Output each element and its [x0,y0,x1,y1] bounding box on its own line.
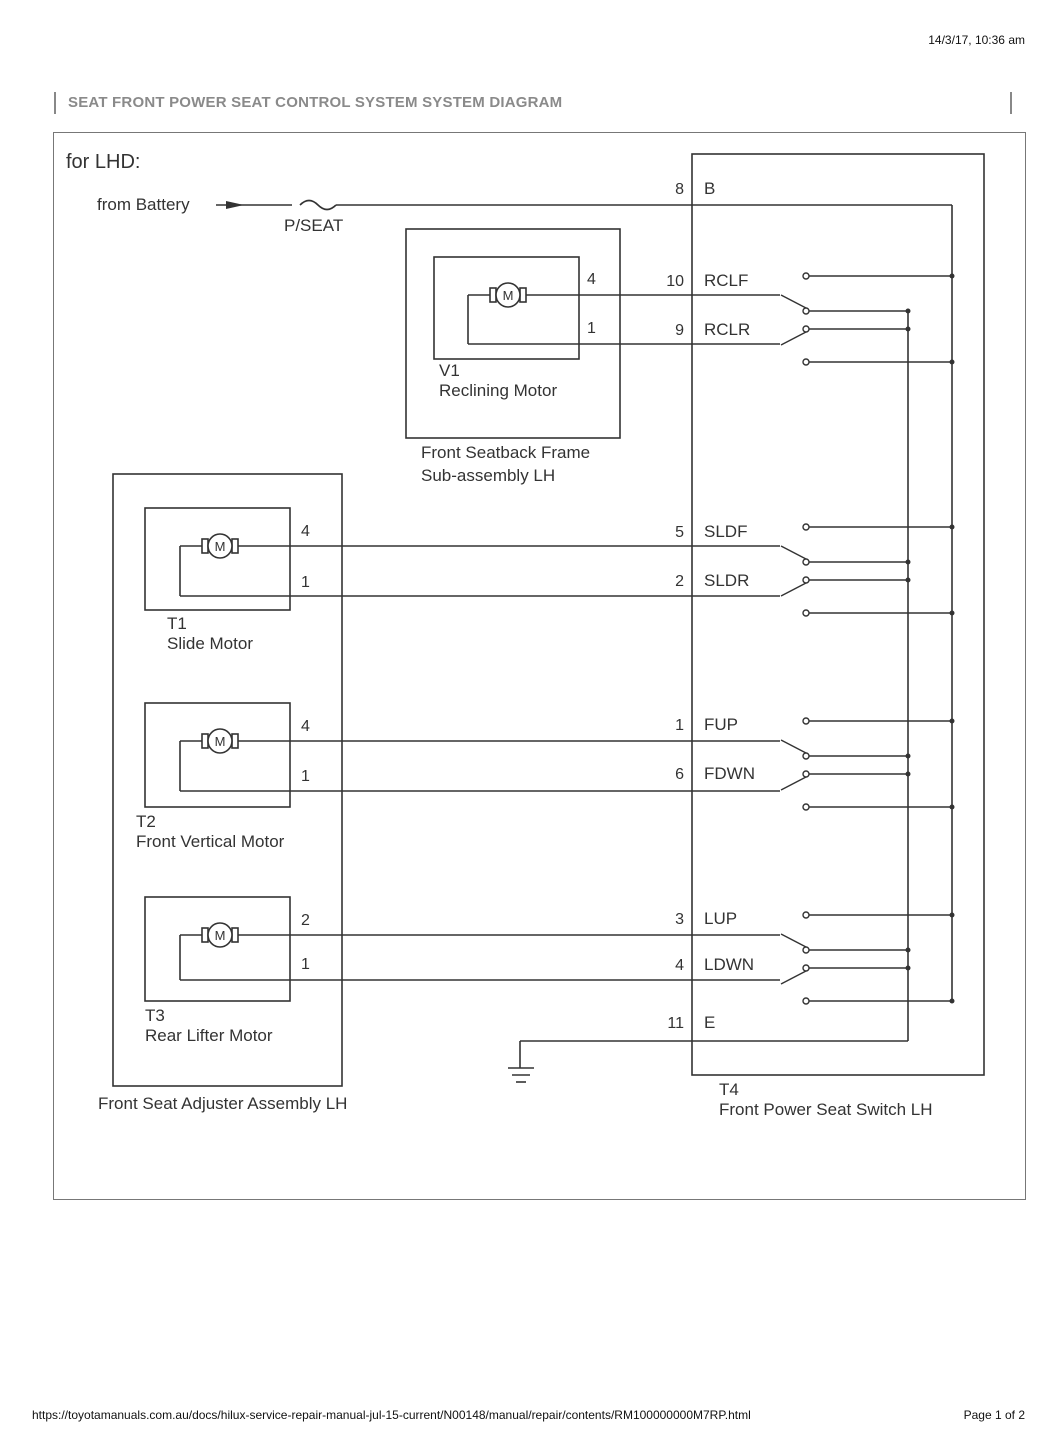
t2-pin-bottom: 1 [301,768,310,785]
motor-symbol-icon: M [201,533,239,559]
v1-code: V1 [439,361,460,380]
switch-terminal-name: B [704,179,715,198]
switch-terminal-pin: 2 [675,573,684,590]
t3-pin-bottom: 1 [301,956,310,973]
motor-symbol-icon: M [201,922,239,948]
t1-pin-top: 4 [301,523,310,540]
switch-terminal-pin: 4 [675,957,684,974]
t3-name: Rear Lifter Motor [145,1026,273,1045]
switch-terminal-name: E [704,1013,715,1032]
motor-symbol-icon: M [489,282,527,308]
fuse-label: P/SEAT [284,216,343,235]
switch-name: Front Power Seat Switch LH [719,1100,933,1119]
t2-pin-top: 4 [301,718,310,735]
switch-terminal-name: RCLF [704,271,748,290]
switch-terminal-name: SLDF [704,522,747,541]
page-title: SEAT FRONT POWER SEAT CONTROL SYSTEM SYS… [68,94,563,111]
header-bar: SEAT FRONT POWER SEAT CONTROL SYSTEM SYS… [54,92,1012,114]
v1-pin-top: 4 [587,271,596,288]
switch-terminal-pin: 9 [675,322,684,339]
switch-terminal-name: SLDR [704,571,749,590]
switch-code: T4 [719,1080,739,1099]
switch-contact-group [780,911,955,1005]
switch-terminal-pin: 1 [675,717,684,734]
switch-contact-group [780,717,955,811]
v1-name: Reclining Motor [439,381,557,400]
seatback-frame-label-1: Front Seatback Frame [421,443,590,462]
t1-pin-bottom: 1 [301,574,310,591]
switch-terminal-pin: 11 [667,1015,684,1032]
battery-label: from Battery [97,195,190,214]
switch-contact-group [780,523,955,617]
diagram-frame [53,132,1026,1200]
switch-terminal-pin: 5 [675,524,684,541]
switch-terminal-pin: 10 [666,273,684,290]
t1-name: Slide Motor [167,634,253,653]
switch-terminal-name: FUP [704,715,738,734]
svg-text:M: M [215,734,226,749]
footer-url: https://toyotamanuals.com.au/docs/hilux-… [32,1408,751,1422]
switch-terminal-name: FDWN [704,764,755,783]
t3-code: T3 [145,1006,165,1025]
page-number: Page 1 of 2 [963,1408,1025,1422]
variant-label: for LHD: [66,151,140,173]
switch-terminal-pin: 6 [675,766,684,783]
switch-terminal-name: LDWN [704,955,754,974]
switch-terminal-name: LUP [704,909,737,928]
adjuster-assembly-label: Front Seat Adjuster Assembly LH [98,1094,347,1113]
t2-code: T2 [136,812,156,831]
switch-terminal-pin: 3 [675,911,684,928]
switch-terminal-pin: 8 [675,181,684,198]
switch-terminal-name: RCLR [704,320,750,339]
switch-contact-group [780,272,955,366]
motor-symbol-icon: M [201,728,239,754]
svg-text:M: M [503,288,514,303]
t3-pin-top: 2 [301,912,310,929]
t2-name: Front Vertical Motor [136,832,285,851]
v1-pin-bottom: 1 [587,320,596,337]
seatback-frame-label-2: Sub-assembly LH [421,466,555,485]
svg-text:M: M [215,539,226,554]
print-timestamp: 14/3/17, 10:36 am [928,33,1025,47]
t1-code: T1 [167,614,187,633]
svg-text:M: M [215,928,226,943]
